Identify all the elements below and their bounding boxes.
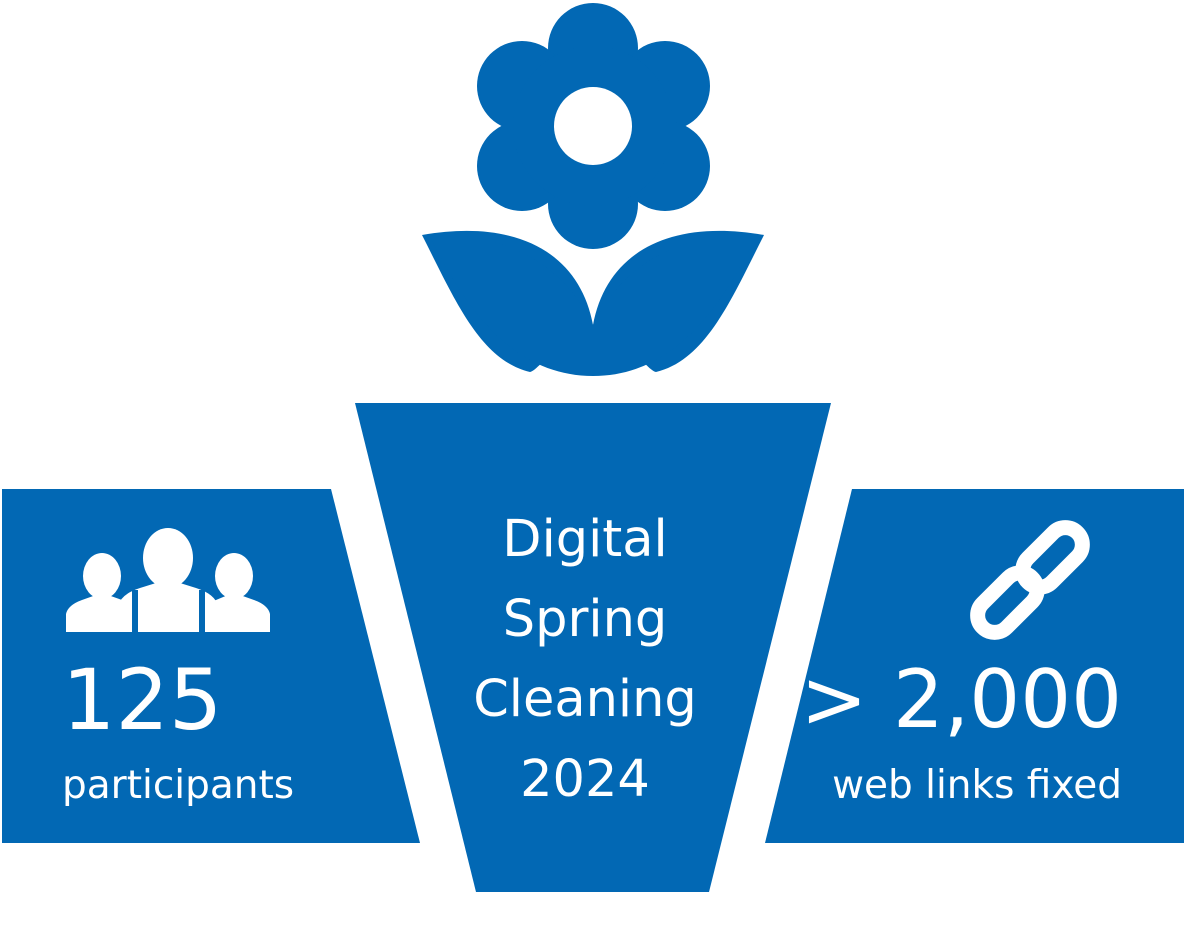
- people-separators: [132, 590, 205, 634]
- participants-label: participants: [62, 763, 295, 808]
- title-line: Spring: [502, 590, 668, 649]
- participants-count: 125: [62, 651, 223, 749]
- links-fixed-count: > 2,000: [800, 653, 1122, 746]
- center-title: Digital Spring Cleaning 2024: [420, 500, 750, 820]
- chain-link-icon: [970, 520, 1090, 640]
- title-line: Digital: [502, 510, 668, 569]
- links-fixed-label: web links fixed: [832, 763, 1122, 808]
- title-line: 2024: [520, 750, 650, 809]
- flower-pot: [355, 403, 831, 892]
- people-group-icon: [66, 528, 270, 632]
- flower-icon: [422, 3, 764, 376]
- title-line: Cleaning: [473, 670, 697, 729]
- right-panel: [765, 489, 1184, 843]
